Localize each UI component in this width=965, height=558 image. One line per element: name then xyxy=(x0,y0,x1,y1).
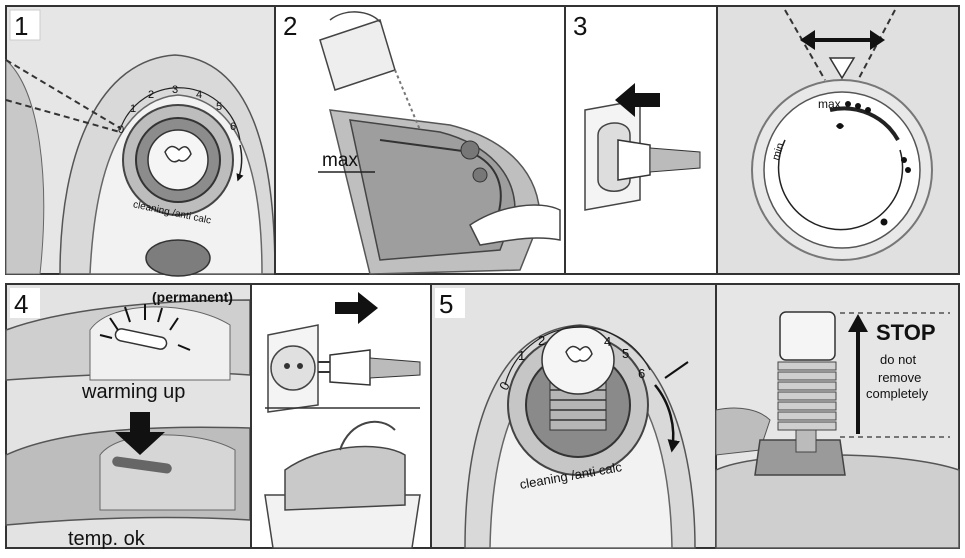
p1-dial-num-5: 5 xyxy=(216,101,222,113)
stop-line-2: remove xyxy=(878,370,921,385)
panel-5-turn-dial: 0 1 2 4 5 6 cleaning /anti calc 5 xyxy=(430,283,717,549)
p2-max-label: max xyxy=(322,150,358,171)
p5-dial-num-4: 4 xyxy=(604,334,611,349)
p1-dial-num-2: 2 xyxy=(148,89,154,101)
step-number-4: 4 xyxy=(14,289,28,319)
step-number-2: 2 xyxy=(283,11,297,41)
p5-dial-num-1: 1 xyxy=(518,348,525,363)
panel-temperature-dial: max min xyxy=(716,5,960,275)
panel-2-fill-water: max 2 xyxy=(274,5,566,275)
p1-dial-num-1: 1 xyxy=(130,103,136,115)
step-number-3: 3 xyxy=(573,11,587,41)
panel-1-regulator-dial: 0 1 2 3 4 5 6 cleaning /anti calc 1 xyxy=(5,5,276,277)
p-dial-min-label: min xyxy=(770,141,787,162)
stop-label: STOP xyxy=(876,320,936,345)
p1-dial-num-0: 0 xyxy=(118,124,124,136)
panel-3-unplug: 3 xyxy=(564,5,718,275)
p4-warming-up-label: warming up xyxy=(81,381,185,403)
p4-temp-ok-label: temp. ok xyxy=(68,528,146,550)
panel-4-warming-up: (permanent) warming up temp. ok 4 xyxy=(5,283,252,550)
stop-line-1: do not xyxy=(880,352,917,367)
step-number-1: 1 xyxy=(14,11,28,41)
p1-dial-num-4: 4 xyxy=(196,89,202,101)
step-number-5: 5 xyxy=(439,289,453,319)
p1-dial-num-3: 3 xyxy=(172,84,178,96)
panel-stop-remove: STOP do not remove completely xyxy=(715,283,960,549)
p5-dial-num-2: 2 xyxy=(538,333,545,348)
panel-4b-plug-in xyxy=(250,283,432,549)
p5-dial-num-6: 6 xyxy=(638,366,645,381)
p-dial-max-label: max xyxy=(818,97,841,111)
p1-dial-num-6: 6 xyxy=(230,121,236,133)
stop-line-3: completely xyxy=(866,386,929,401)
p4-permanent-label: (permanent) xyxy=(152,289,233,305)
p5-dial-num-5: 5 xyxy=(622,346,629,361)
